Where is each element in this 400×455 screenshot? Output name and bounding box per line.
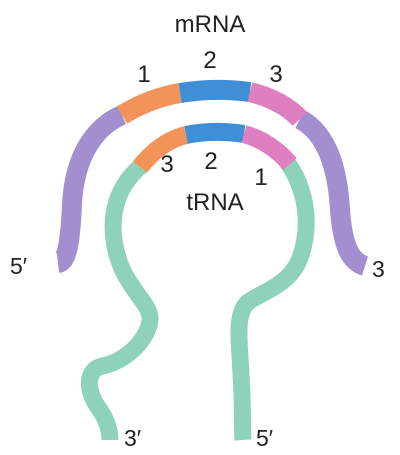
mrna-codon-label-2: 2 — [203, 47, 216, 74]
mrna-3prime-end-label: 3 — [372, 256, 385, 282]
trna-anticodon-2 — [186, 132, 244, 135]
trna-5prime-end-label: 5′ — [256, 425, 273, 451]
trna-anticodon-label-2: 2 — [204, 148, 217, 175]
trna-anticodon-label-1: 1 — [254, 164, 267, 191]
mrna-codon-label-3: 3 — [269, 61, 282, 88]
mrna-codon-1 — [122, 93, 180, 115]
mrna-codon-3 — [250, 92, 300, 119]
trna-anticodon-1 — [244, 134, 290, 164]
mrna-5prime-end-label: 5′ — [10, 253, 27, 279]
trna-anticodon-label-3: 3 — [160, 151, 173, 178]
trna-strand-left — [89, 165, 150, 440]
mrna-codon-2 — [180, 90, 250, 93]
mrna-label: mRNA — [175, 11, 246, 38]
trna-strand-right — [239, 162, 306, 440]
trna-label: tRNA — [186, 189, 243, 216]
mrna-codon-label-1: 1 — [137, 61, 150, 88]
trna-3prime-end-label: 3′ — [124, 425, 141, 451]
